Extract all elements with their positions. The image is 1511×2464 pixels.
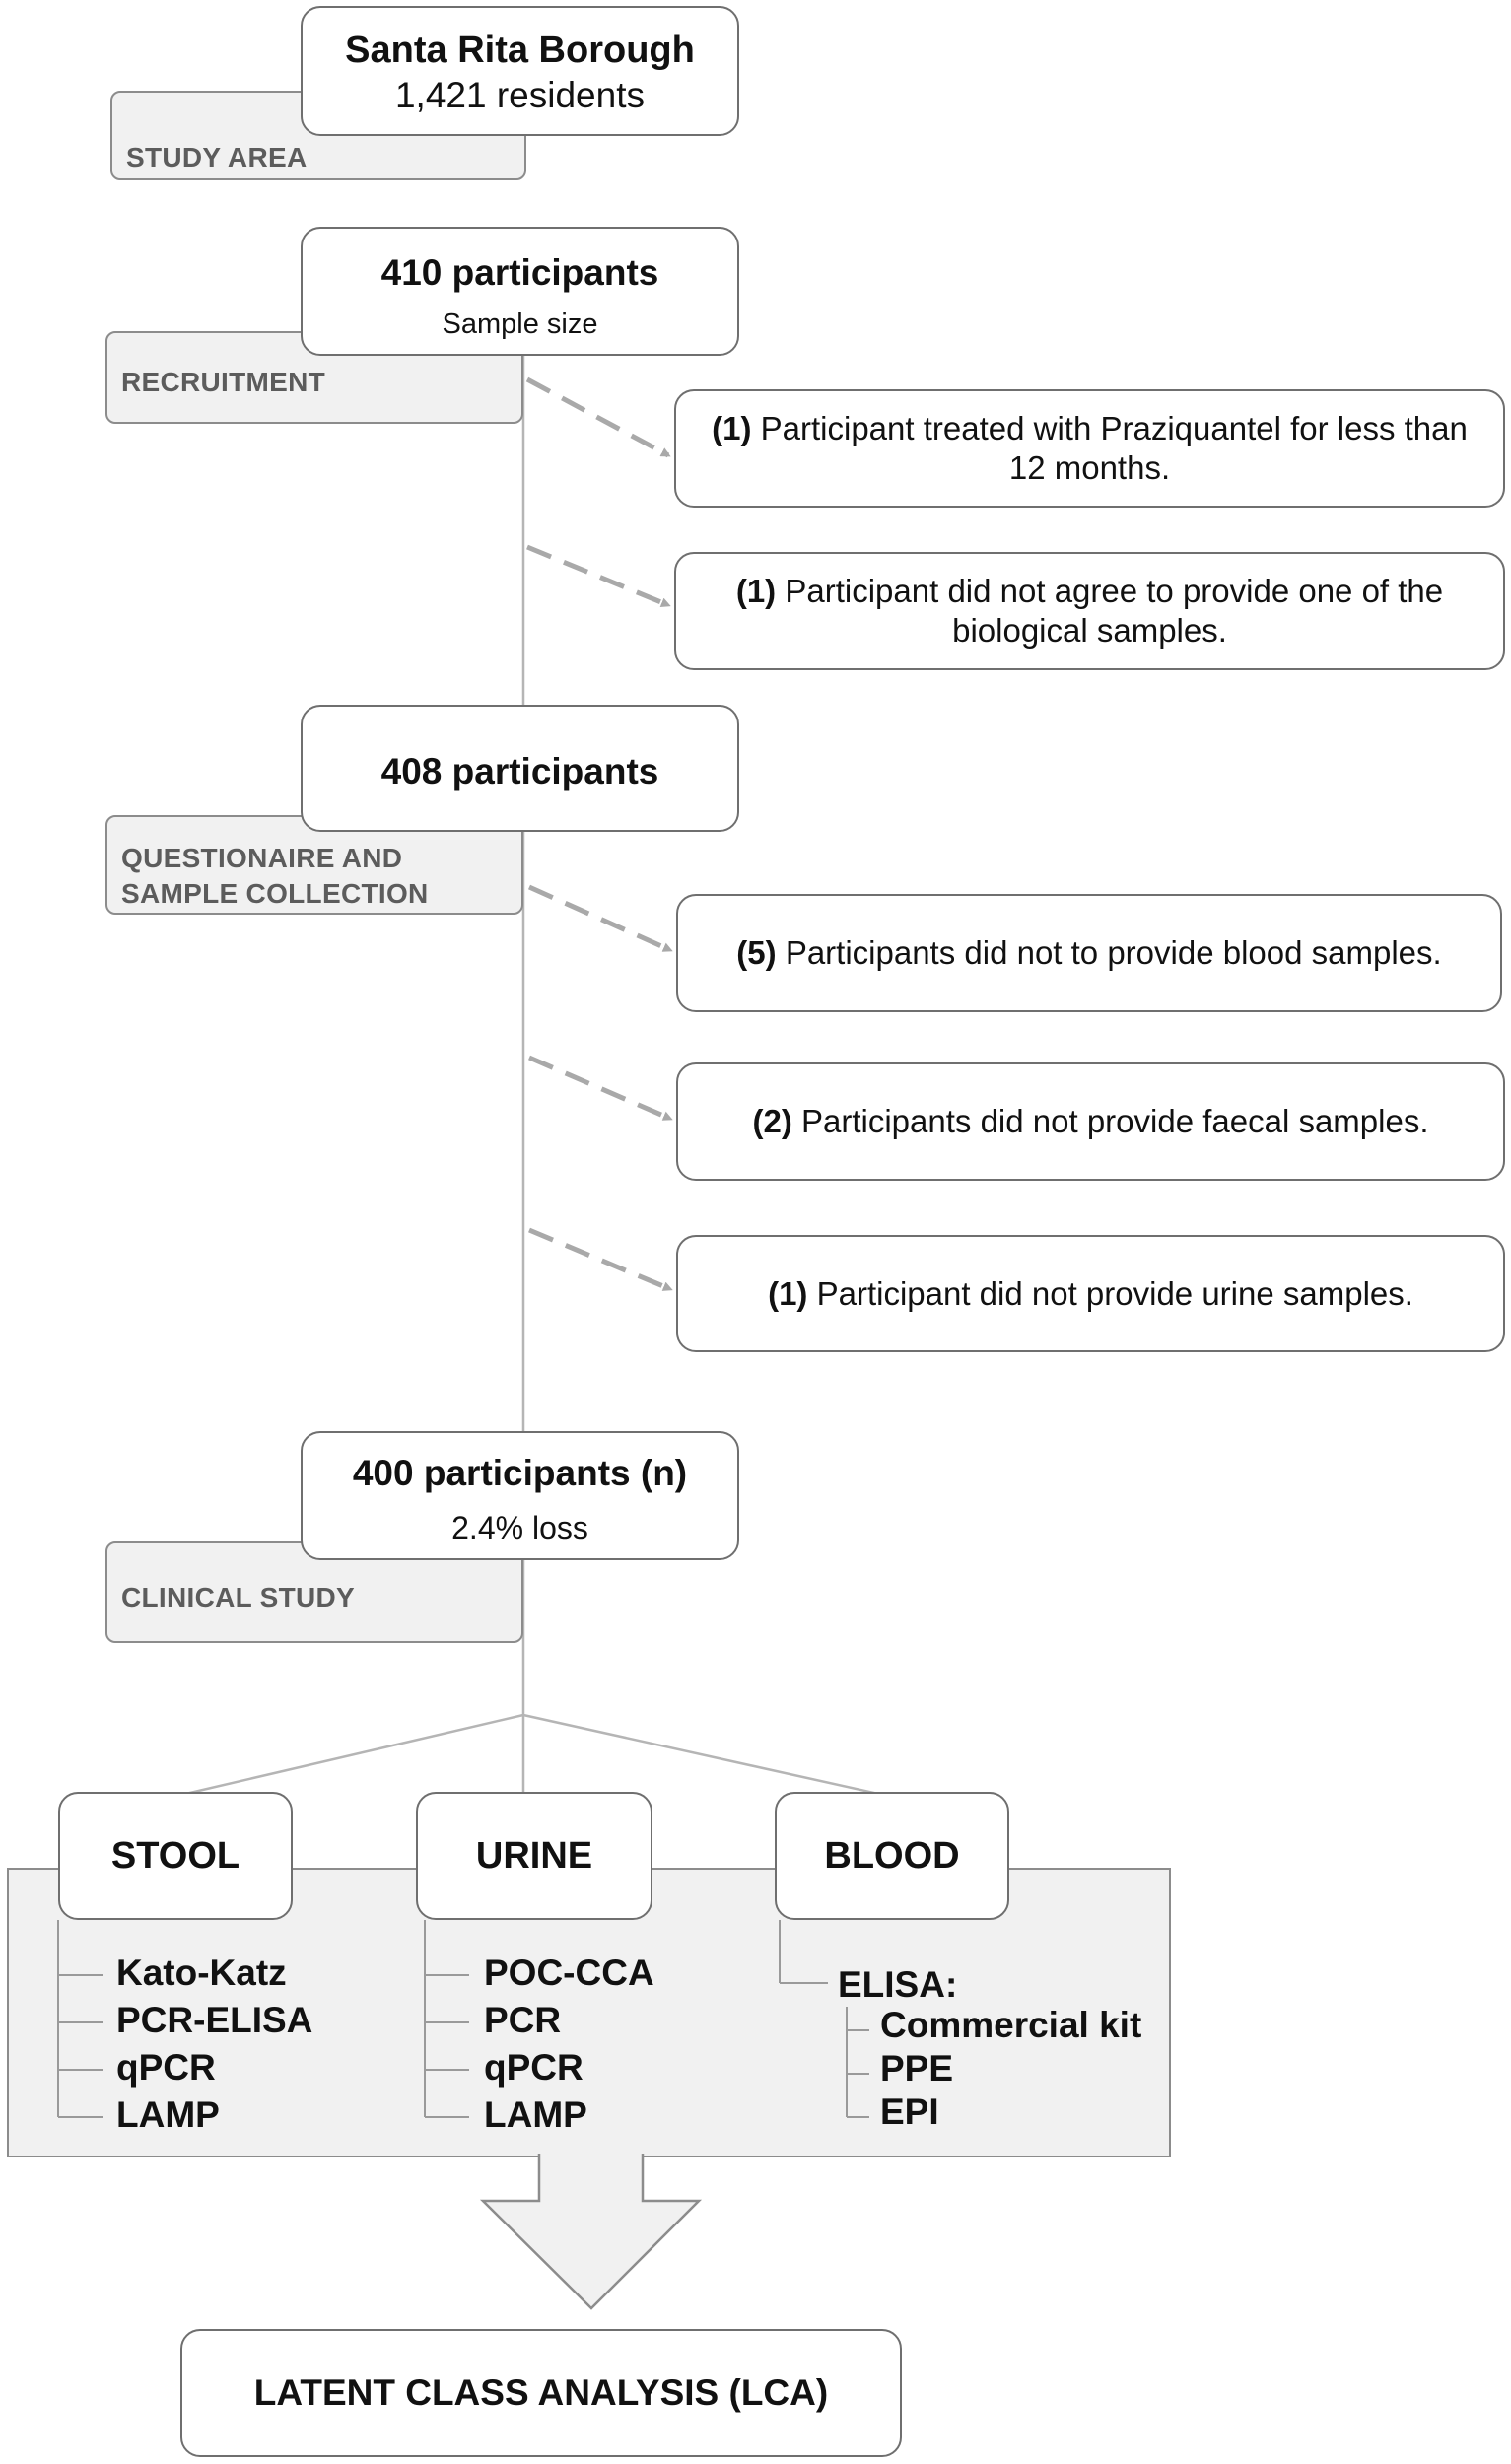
exclusion-count: (1) (768, 1274, 808, 1312)
clinical-note: 2.4% loss (451, 1510, 588, 1545)
branch-line-blood (522, 1713, 888, 1798)
blood-test-group: ELISA: (838, 1961, 957, 2009)
collection-count: 408 participants (380, 751, 659, 791)
clinical-box: 400 participants (n) 2.4% loss (301, 1431, 739, 1560)
exclusion-box: (5) Participants did not to provide bloo… (676, 894, 1502, 1012)
exclusion-count: (1) (735, 573, 777, 609)
sample-type-urine: URINE (416, 1792, 652, 1920)
stage-label-line-2: SAMPLE COLLECTION (121, 878, 429, 909)
test-item: PCR (484, 2000, 562, 2040)
exclusion-count: (2) (752, 1103, 792, 1139)
exclusion-arrow-2 (526, 544, 671, 608)
exclusion-box: (2) Participants did not provide faecal … (676, 1062, 1505, 1181)
exclusion-text: Participant treated with Praziquantel fo… (760, 410, 1468, 486)
branch-line-stool (176, 1713, 524, 1798)
stage-label-text: STUDY AREA (126, 142, 308, 172)
test-item: POC-CCA (484, 1952, 654, 1993)
exclusion-box: (1) Participant did not provide urine sa… (676, 1235, 1505, 1352)
sample-type-label: STOOL (110, 1834, 240, 1877)
result-lca-box: LATENT CLASS ANALYSIS (LCA) (180, 2329, 902, 2457)
stage-label-line-1: QUESTIONAIRE AND (121, 843, 403, 873)
sample-type-label: BLOOD (824, 1834, 960, 1877)
stage-label-text: RECRUITMENT (121, 367, 326, 397)
test-group-label: ELISA: (838, 1964, 958, 2005)
exclusion-box: (1) Participant did not agree to provide… (674, 552, 1505, 670)
exclusion-arrow-1 (525, 376, 671, 458)
test-item: PCR-ELISA (116, 2000, 313, 2040)
sample-type-blood: BLOOD (775, 1792, 1009, 1920)
test-item: LAMP (116, 2094, 220, 2135)
exclusion-arrow-3 (527, 884, 673, 953)
sample-type-label: URINE (475, 1834, 593, 1877)
blood-tests: Commercial kit PPE EPI (880, 2004, 1141, 2134)
test-item: EPI (880, 2091, 939, 2132)
exclusion-text: Participants did not provide faecal samp… (801, 1103, 1429, 1139)
exclusion-box: (1) Participant treated with Praziquante… (674, 389, 1505, 508)
result-lca-label: LATENT CLASS ANALYSIS (LCA) (253, 2372, 829, 2413)
test-item: Commercial kit (880, 2005, 1142, 2045)
test-item: PPE (880, 2048, 954, 2088)
exclusion-text: Participant did not provide urine sample… (816, 1274, 1413, 1312)
test-item: qPCR (116, 2047, 216, 2088)
exclusion-count: (1) (712, 410, 752, 446)
test-item: Kato-Katz (116, 1952, 287, 1993)
stool-tests: Kato-Katz PCR-ELISA qPCR LAMP (116, 1950, 312, 2139)
sample-type-stool: STOOL (58, 1792, 293, 1920)
stage-label-collection: QUESTIONAIRE AND SAMPLE COLLECTION (105, 815, 523, 915)
exclusion-text: Participants did not to provide blood sa… (785, 934, 1442, 971)
exclusion-arrow-4 (528, 1055, 673, 1122)
recruitment-box: 410 participants Sample size (301, 227, 739, 356)
test-item: LAMP (484, 2094, 587, 2135)
exclusion-arrow-5 (528, 1227, 673, 1292)
study-area-box: Santa Rita Borough 1,421 residents (301, 6, 739, 136)
study-area-title: Santa Rita Borough (345, 30, 695, 71)
study-area-residents: 1,421 residents (394, 75, 645, 115)
test-item: qPCR (484, 2047, 584, 2088)
collection-box: 408 participants (301, 705, 739, 832)
down-arrow-icon (479, 2154, 703, 2310)
exclusion-text: Participant did not agree to provide one… (785, 573, 1444, 649)
recruitment-note: Sample size (442, 308, 598, 340)
urine-tests: POC-CCA PCR qPCR LAMP (484, 1950, 654, 2139)
exclusion-count: (5) (736, 934, 777, 971)
recruitment-count: 410 participants (380, 252, 659, 293)
stage-label-text: CLINICAL STUDY (121, 1582, 356, 1612)
clinical-count: 400 participants (n) (352, 1453, 688, 1493)
